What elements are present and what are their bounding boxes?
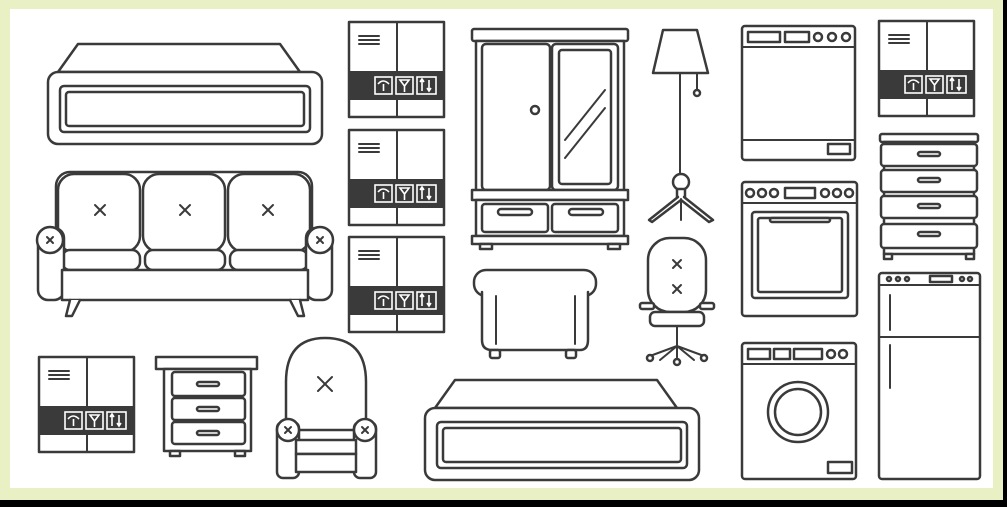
- floor-lamp-icon: [647, 28, 715, 224]
- nightstand-icon: [154, 355, 259, 458]
- washing-machine-icon: [740, 341, 858, 481]
- moving-box-icon: [347, 235, 446, 334]
- dishwasher-icon: [740, 24, 857, 162]
- refrigerator-icon: [877, 271, 982, 481]
- illustration-canvas: [10, 9, 993, 488]
- furniture-illustration: [35, 19, 982, 482]
- oven-icon: [740, 180, 859, 318]
- armchair-icon: [275, 336, 378, 480]
- bed-icon: [423, 378, 701, 482]
- moving-box-icon: [877, 19, 976, 118]
- bed-icon: [46, 42, 324, 146]
- wardrobe-icon: [470, 27, 630, 251]
- office-chair-icon: [638, 236, 716, 367]
- ottoman-icon: [472, 268, 598, 360]
- chest-of-drawers-icon: [878, 132, 980, 261]
- moving-box-icon: [37, 355, 136, 454]
- sofa-icon: [35, 170, 335, 318]
- moving-box-icon: [347, 128, 446, 227]
- moving-box-icon: [347, 20, 446, 119]
